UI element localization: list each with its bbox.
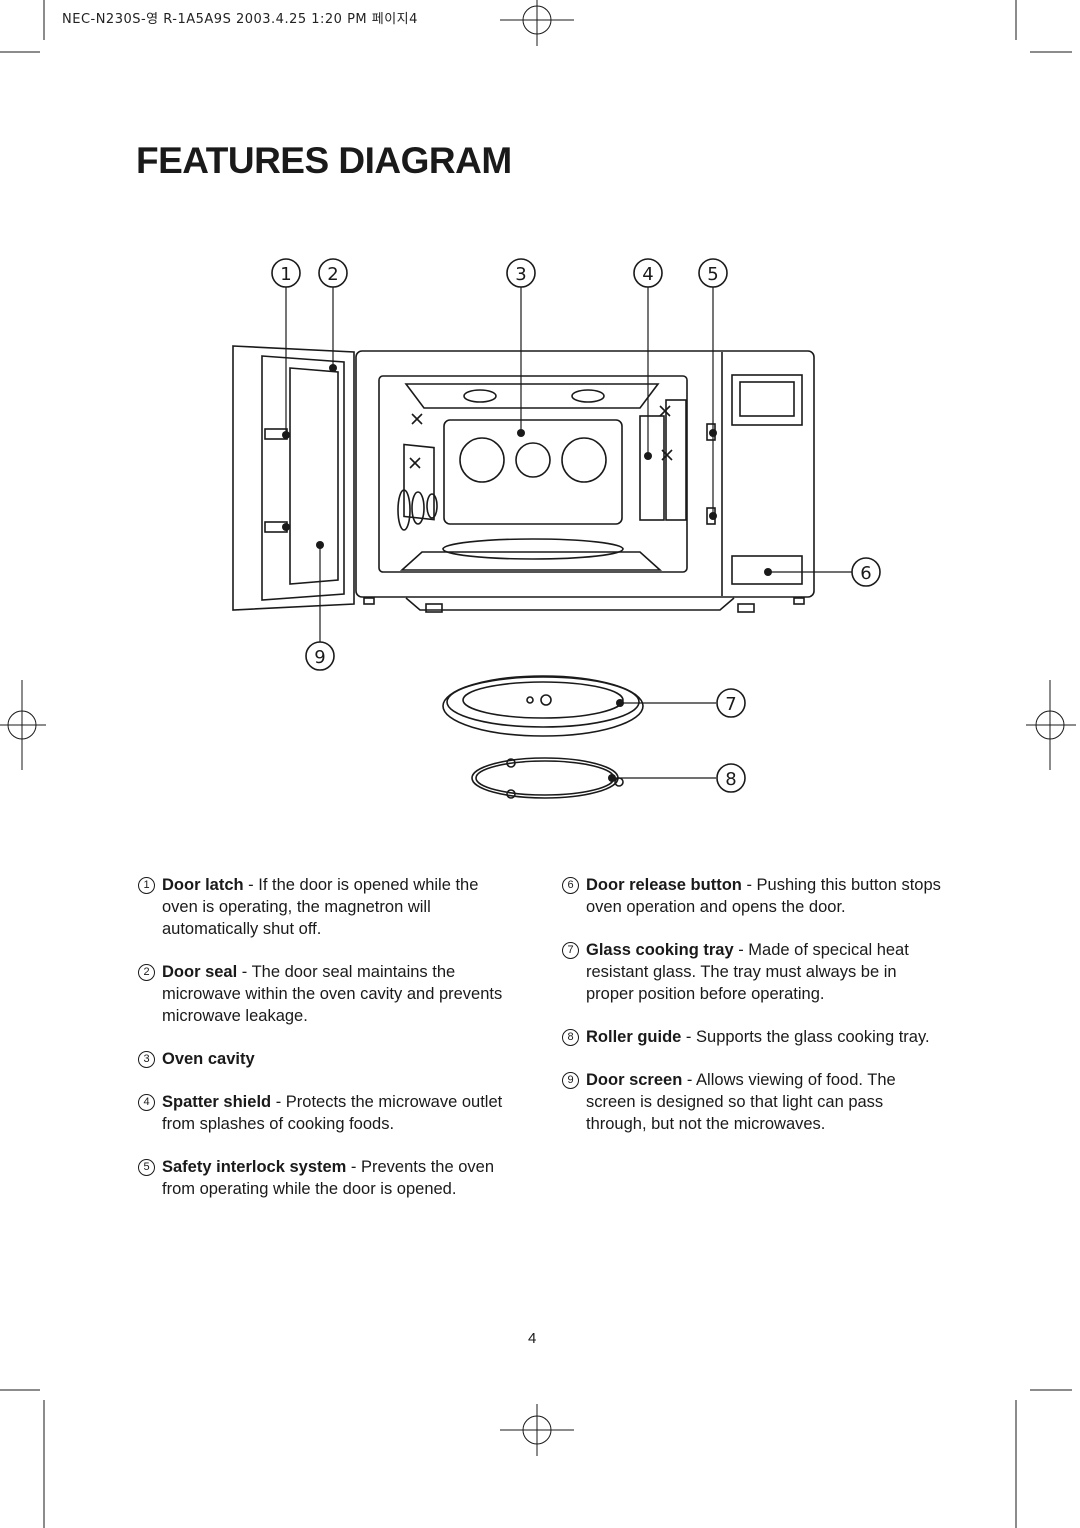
- feature-item-9: 9 Door screen - Allows viewing of food. T…: [562, 1069, 942, 1135]
- feature-item-7: 7 Glass cooking tray - Made of specical h…: [562, 939, 942, 1005]
- feature-item-2: 2 Door seal - The door seal maintains the…: [138, 961, 518, 1027]
- item-desc: - Prevents the oven from operating while…: [162, 1158, 495, 1198]
- leader-lines: [285, 287, 852, 779]
- callout-6: 6: [860, 563, 871, 584]
- features-list-left: 1 Door latch - If the door is opened whil…: [138, 874, 518, 1221]
- feature-item-1: 1 Door latch - If the door is opened whil…: [138, 874, 518, 940]
- features-list-right: 6 Door release button - Pushing this butt…: [562, 874, 942, 1156]
- item-term: Glass cooking tray: [586, 941, 734, 959]
- feature-item-3: 3 Oven cavity: [138, 1048, 518, 1070]
- leader-dots: [282, 364, 772, 782]
- oven-body: [355, 350, 815, 613]
- item-term: Safety interlock system: [162, 1158, 347, 1176]
- spatter-shield: [639, 415, 665, 521]
- print-slug: NEC-N230S-영 R-1A5A9S 2003.4.25 1:20 PM 페…: [62, 12, 418, 27]
- feature-item-8: 8 Roller guide - Supports the glass cooki…: [562, 1026, 942, 1048]
- callout-3: 3: [515, 264, 526, 285]
- callout-5: 5: [707, 264, 718, 285]
- item-term: Oven cavity: [162, 1050, 255, 1068]
- callout-8: 8: [725, 769, 736, 790]
- item-term: Door screen: [586, 1071, 683, 1089]
- item-term: Door seal: [162, 963, 238, 981]
- item-number: 8: [562, 1029, 579, 1046]
- item-number: 5: [138, 1159, 155, 1176]
- item-number: 2: [138, 964, 155, 981]
- item-desc: - Made of specical heat resistant glass.…: [586, 941, 909, 1003]
- item-number: 6: [562, 877, 579, 894]
- roller-guide: [471, 757, 624, 799]
- item-number: 3: [138, 1051, 155, 1068]
- page-number: 4: [528, 1330, 537, 1347]
- item-term: Spatter shield: [162, 1093, 272, 1111]
- oven-cavity: [443, 419, 623, 525]
- page-title: FEATURES DIAGRAM: [136, 140, 512, 181]
- item-desc: - The door seal maintains the microwave …: [162, 963, 503, 1025]
- item-number: 9: [562, 1072, 579, 1089]
- item-term: Door release button: [586, 876, 742, 894]
- item-number: 4: [138, 1094, 155, 1111]
- item-desc: - Protects the microwave outlet from spl…: [162, 1093, 503, 1133]
- callout-2: 2: [327, 264, 338, 285]
- feature-item-4: 4 Spatter shield - Protects the microwave…: [138, 1091, 518, 1135]
- item-desc: - If the door is opened while the oven i…: [162, 876, 479, 938]
- feature-item-6: 6 Door release button - Pushing this butt…: [562, 874, 942, 918]
- item-term: Door latch: [162, 876, 244, 894]
- item-term: Roller guide: [586, 1028, 682, 1046]
- callouts: 1 2 3 4 5 6 7 8 9: [271, 258, 881, 793]
- item-desc: - Allows viewing of food. The screen is …: [586, 1071, 896, 1133]
- glass-cooking-tray: [442, 675, 644, 737]
- callout-1: 1: [280, 264, 291, 285]
- item-number: 1: [138, 877, 155, 894]
- feature-item-5: 5 Safety interlock system - Prevents the …: [138, 1156, 518, 1200]
- item-desc: - Pushing this button stops oven operati…: [586, 876, 941, 916]
- callout-7: 7: [725, 694, 736, 715]
- item-number: 7: [562, 942, 579, 959]
- item-desc: - Supports the glass cooking tray.: [681, 1028, 930, 1046]
- callout-9: 9: [314, 647, 325, 668]
- callout-4: 4: [642, 264, 653, 285]
- door-screen: [289, 367, 339, 585]
- door-release-button: [731, 555, 803, 585]
- door: [232, 345, 355, 611]
